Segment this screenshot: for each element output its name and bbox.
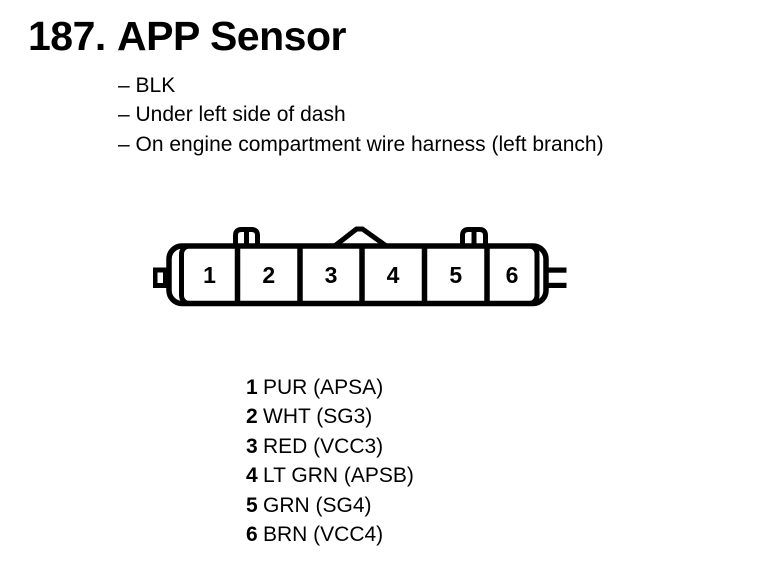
connector-pin-2: 2 bbox=[262, 262, 275, 288]
connector-diagram: 1 2 3 4 5 6 bbox=[140, 215, 580, 320]
pinout-pin-number: 1 bbox=[246, 376, 258, 399]
pinout-wire-label: PUR (APSA) bbox=[263, 376, 384, 399]
connector-pin-4: 4 bbox=[387, 262, 400, 288]
pinout-wire-label: WHT (SG3) bbox=[263, 405, 373, 429]
pinout-row: 4 LT GRN (APSB) bbox=[246, 461, 414, 490]
item-title: APP Sensor bbox=[117, 13, 346, 59]
pinout-pin-number: 4 bbox=[246, 464, 258, 488]
connector-pin-1: 1 bbox=[203, 262, 216, 288]
pinout-row: 2 WHT (SG3) bbox=[246, 402, 414, 431]
keying-tab-right bbox=[547, 267, 567, 288]
pinout-row: 6 BRN (VCC4) bbox=[246, 520, 414, 549]
connector-svg: 1 2 3 4 5 6 bbox=[153, 226, 567, 307]
pinout-row: 5 GRN (SG4) bbox=[246, 491, 414, 520]
pinout-wire-label: LT GRN (APSB) bbox=[263, 464, 414, 488]
connector-pin-3: 3 bbox=[325, 262, 338, 288]
pinout-legend: 1 PUR (APSA) 2 WHT (SG3) 3 RED (VCC3) 4 … bbox=[246, 373, 414, 549]
pinout-wire-label: RED (VCC3) bbox=[263, 434, 384, 458]
connector-pin-5: 5 bbox=[449, 262, 462, 288]
detail-line: – BLK bbox=[118, 74, 176, 97]
pinout-pin-number: 3 bbox=[246, 434, 258, 458]
pinout-pin-number: 5 bbox=[246, 493, 258, 517]
pinout-row: 1 PUR (APSA) bbox=[246, 373, 414, 402]
detail-line: – Under left side of dash bbox=[118, 103, 346, 127]
pinout-pin-number: 2 bbox=[246, 405, 258, 429]
connector-pin-6: 6 bbox=[506, 262, 519, 288]
center-ridge-icon bbox=[332, 226, 389, 249]
pinout-wire-label: BRN (VCC4) bbox=[263, 523, 384, 547]
detail-list: – BLK – Under left side of dash – On eng… bbox=[118, 71, 604, 159]
keying-tab-left bbox=[153, 267, 168, 288]
pinout-pin-number: 6 bbox=[246, 523, 258, 547]
cavity-dividers bbox=[234, 246, 490, 304]
pinout-wire-label: GRN (SG4) bbox=[263, 493, 372, 517]
pinout-row: 3 RED (VCC3) bbox=[246, 432, 414, 461]
item-number: 187. bbox=[28, 13, 106, 59]
detail-line: – On engine compartment wire harness (le… bbox=[118, 132, 604, 156]
page-title: 187. APP Sensor bbox=[28, 16, 346, 57]
